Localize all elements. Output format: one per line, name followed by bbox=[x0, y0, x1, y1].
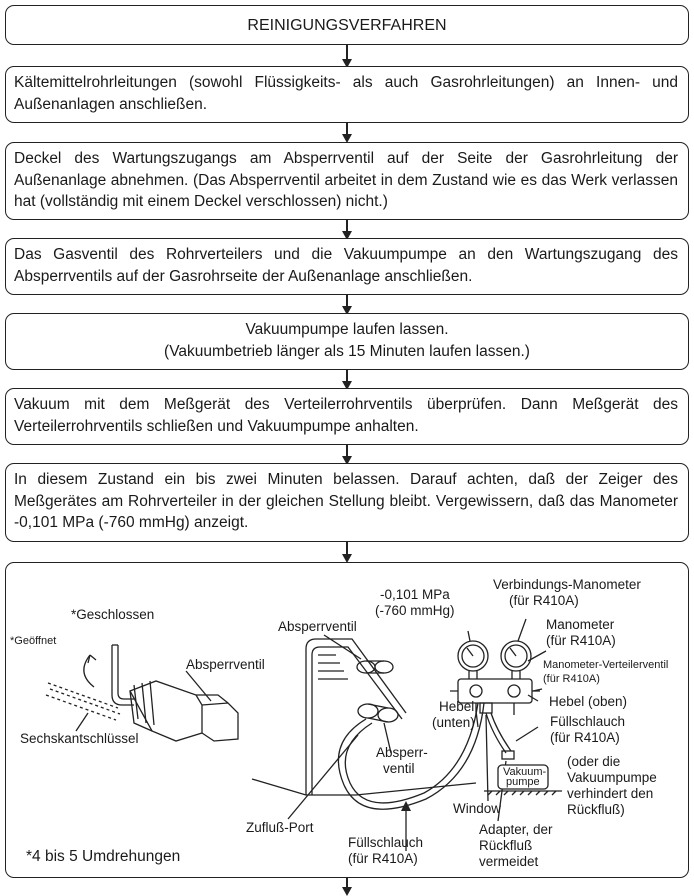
step-5-text: Vakuum mit dem Meßgerät des Verteilerroh… bbox=[14, 396, 678, 435]
label-oder-2: Vakuumpumpe bbox=[567, 770, 657, 785]
step-4-text-a: Vakuumpumpe laufen lassen. bbox=[245, 321, 449, 338]
step-3-box: Das Gasventil des Rohrverteilers und die… bbox=[5, 238, 689, 295]
label-fuellschlauch-right-2: (für R410A) bbox=[550, 730, 620, 745]
connection-diagram bbox=[45, 618, 562, 851]
label-absperr-1: Absperr- bbox=[376, 745, 428, 760]
label-pressure-2: (-760 mmHg) bbox=[375, 603, 455, 618]
label-umdrehungen: *4 bis 5 Umdrehungen bbox=[26, 848, 181, 865]
step-6-box: In diesem Zustand ein bis zwei Minuten b… bbox=[5, 463, 689, 542]
label-zufluss: Zufluß-Port bbox=[246, 820, 314, 835]
label-verteilerventil-2: (für R410A) bbox=[543, 673, 600, 685]
label-fuellschlauch-bottom-1: Füllschlauch bbox=[348, 835, 424, 850]
label-geschlossen: *Geschlossen bbox=[71, 607, 155, 622]
label-absperrventil-top: Absperrventil bbox=[278, 619, 357, 634]
gauge-left bbox=[457, 640, 489, 672]
step-1-box: Kältemittelrohrleitungen (sowohl Flüssig… bbox=[5, 66, 689, 123]
charge-hose bbox=[337, 702, 485, 810]
figure-box: *Geschlossen *Geöffnet Absperrventil Sec… bbox=[5, 562, 689, 878]
label-fuellschlauch-right-1: Füllschlauch bbox=[550, 714, 626, 729]
label-verteilerventil-1: Manometer-Verteilerventil bbox=[543, 659, 669, 671]
label-absperrventil-left: Absperrventil bbox=[186, 657, 265, 672]
label-window: Window bbox=[453, 801, 502, 816]
label-manometer-1: Manometer bbox=[546, 617, 615, 632]
step-4-box: Vakuumpumpe laufen lassen. (Vakuumbetrie… bbox=[5, 313, 689, 370]
label-adapter-1: Adapter, der bbox=[479, 822, 553, 837]
label-adapter-3: vermeidet bbox=[479, 854, 539, 869]
label-sechskant: Sechskantschlüssel bbox=[20, 731, 139, 746]
hex-key-closed bbox=[111, 645, 134, 706]
label-adapter-2: Rückfluß bbox=[479, 838, 533, 853]
label-fuellschlauch-bottom-2: (für R410A) bbox=[348, 851, 418, 866]
valve-lower bbox=[357, 703, 379, 719]
pump-hose bbox=[485, 712, 507, 754]
label-oder-3: verhindert den bbox=[567, 786, 654, 801]
label-absperr-2: ventil bbox=[383, 761, 415, 776]
label-vakuumpumpe-2: pumpe bbox=[506, 776, 540, 788]
label-pressure-1: -0,101 MPa bbox=[380, 587, 450, 602]
title-box: REINIGUNGSVERFAHREN bbox=[5, 5, 689, 45]
label-vakuumpumpe-1: Vakuum- bbox=[503, 766, 547, 778]
vacuum-pump bbox=[497, 764, 549, 790]
label-hebel-unten-1: Hebel bbox=[439, 699, 475, 714]
step-6-text: In diesem Zustand ein bis zwei Minuten b… bbox=[14, 471, 678, 531]
label-hebel-oben: Hebel (oben) bbox=[549, 694, 628, 709]
label-manometer-2: (für R410A) bbox=[546, 633, 616, 648]
outdoor-unit bbox=[305, 638, 407, 795]
adapter bbox=[501, 750, 515, 760]
step-2-box: Deckel des Wartungszugangs am Absperrven… bbox=[5, 142, 689, 220]
step-4-text-b: (Vakuumbetrieb länger als 15 Minuten lau… bbox=[164, 343, 530, 360]
step-5-box: Vakuum mit dem Meßgerät des Verteilerroh… bbox=[5, 388, 689, 445]
hex-key-open bbox=[45, 682, 121, 721]
step-3-text: Das Gasventil des Rohrverteilers und die… bbox=[14, 246, 678, 285]
label-hebel-unten-2: (unten) bbox=[432, 715, 475, 730]
title: REINIGUNGSVERFAHREN bbox=[247, 17, 447, 34]
step-1-text: Kältemittelrohrleitungen (sowohl Flüssig… bbox=[14, 74, 678, 113]
label-oder-4: Rückfluß) bbox=[567, 802, 625, 817]
label-verbindungs-2: (für R410A) bbox=[509, 593, 579, 608]
rotation-arrow bbox=[83, 654, 95, 688]
gauge-right bbox=[500, 640, 532, 672]
label-verbindungs-1: Verbindungs-Manometer bbox=[493, 577, 641, 592]
label-oder-1: (oder die bbox=[567, 754, 621, 769]
label-geoeffnet: *Geöffnet bbox=[10, 635, 57, 647]
step-2-text: Deckel des Wartungszugangs am Absperrven… bbox=[14, 150, 678, 210]
valve-body-left bbox=[129, 680, 203, 742]
